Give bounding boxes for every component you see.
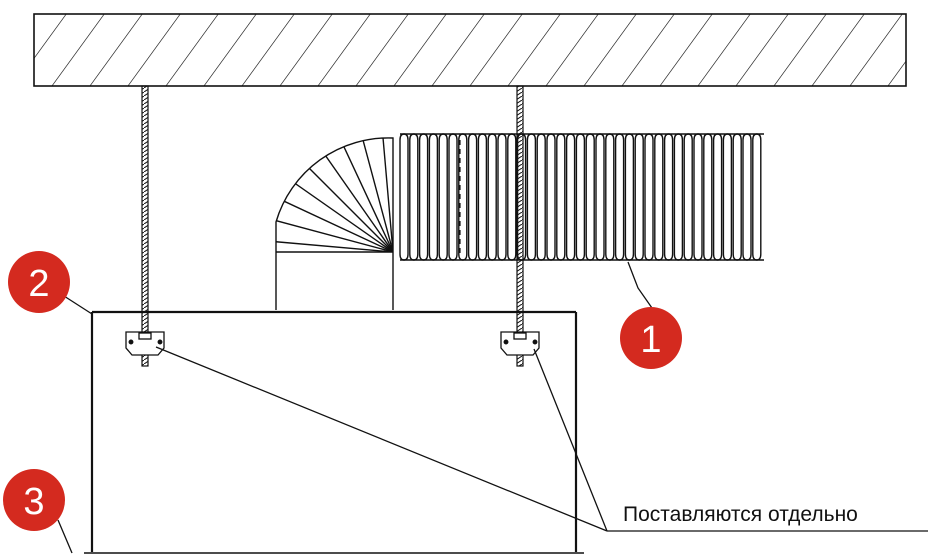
duct-rib (467, 133, 478, 261)
duct-rib (526, 133, 537, 261)
mounting-bracket-left (125, 331, 165, 356)
duct-rib (487, 133, 497, 261)
hood-body (84, 310, 584, 554)
callout-2-badge (8, 251, 70, 313)
leader-callout-2 (63, 295, 93, 315)
duct-rib (497, 133, 507, 261)
callout-2-label: 2 (28, 263, 49, 305)
elbow-segment-line (276, 183, 393, 252)
threaded-rod-left (141, 85, 149, 367)
duct-rib (595, 133, 605, 261)
duct-rib (605, 133, 615, 261)
flexible-duct (398, 133, 764, 261)
duct-rib (575, 133, 586, 261)
elbow-segment-line (350, 137, 393, 252)
duct-rib (644, 133, 654, 261)
duct-rib (409, 133, 419, 261)
leader-lines (57, 261, 928, 554)
callout-1-badge (620, 307, 682, 369)
threaded-rod-right (516, 85, 524, 367)
duct-rib (546, 133, 556, 261)
duct-rib (565, 133, 576, 261)
elbow-segment-line (276, 237, 393, 252)
duct-rib (507, 133, 517, 261)
duct-rib (536, 133, 546, 261)
leader-note-left (155, 346, 608, 532)
duct-rib (477, 133, 488, 261)
duct-rib (399, 133, 409, 261)
elbow-segment-line (378, 137, 393, 252)
callout-1: 1 (620, 307, 682, 369)
duct-rib (458, 133, 468, 261)
duct-rib (703, 133, 713, 261)
duct-rib (624, 133, 635, 261)
duct-rib (418, 133, 429, 261)
leader-callout-3 (57, 519, 73, 554)
duct-rib (752, 133, 762, 261)
duct-rib (732, 133, 742, 261)
duct-rib (614, 133, 625, 261)
duct-rib (693, 133, 703, 261)
mounting-bracket-right (500, 331, 540, 356)
duct-rib (663, 133, 674, 261)
duct-rib (673, 133, 684, 261)
callout-3-badge (3, 469, 65, 531)
duct-rib (654, 133, 664, 261)
duct-rib (722, 133, 733, 261)
duct-rib (428, 133, 439, 261)
duct-rib (683, 133, 693, 261)
duct-rib (712, 133, 723, 261)
duct-rib (448, 133, 458, 261)
supplied-separately-note: Поставляются отдельно (623, 503, 858, 526)
duct-rib (585, 133, 595, 261)
duct-rib (438, 133, 448, 261)
callout-3: 3 (3, 469, 65, 531)
ceiling-slab (33, 13, 907, 87)
callout-3-label: 3 (23, 481, 44, 523)
duct-rib (556, 133, 566, 261)
elbow-segment-line (276, 209, 393, 252)
elbow-fitting (275, 137, 394, 310)
duct-rib (742, 133, 752, 261)
elbow-segment-line (324, 137, 393, 252)
callout-1-label: 1 (640, 319, 661, 361)
leader-note-right (533, 348, 608, 532)
callout-2: 2 (8, 251, 70, 313)
duct-rib (634, 133, 644, 261)
leader-callout-1 (627, 261, 653, 309)
